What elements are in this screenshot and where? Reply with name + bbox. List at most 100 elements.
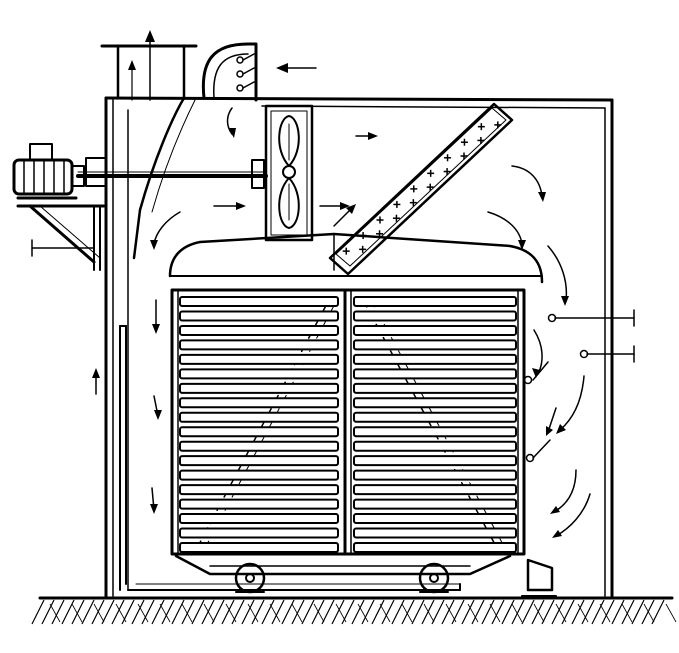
tray	[179, 339, 339, 351]
motor-bracket	[16, 204, 106, 271]
heater-plus-mark	[393, 200, 401, 208]
hatch-line	[51, 599, 65, 625]
exhaust-up-arrow-icon	[145, 30, 155, 101]
hatch-line	[335, 603, 347, 623]
hatch-line	[181, 603, 193, 623]
tray	[179, 440, 339, 452]
tray	[179, 484, 339, 496]
hatch-line	[401, 603, 413, 623]
door-stop	[521, 558, 557, 597]
hatch-line	[511, 603, 523, 623]
tray	[179, 296, 339, 307]
heater-plus-mark	[477, 136, 485, 144]
tray	[353, 440, 517, 452]
air-deflector	[132, 96, 197, 260]
tray	[179, 368, 339, 380]
heater-plus-mark	[460, 138, 468, 146]
hatch-line	[137, 603, 149, 623]
airflow-arrows	[92, 107, 591, 538]
hatch-line	[379, 603, 391, 623]
circulation-fan	[264, 104, 314, 242]
hatch-line	[31, 599, 45, 625]
tray	[179, 498, 339, 510]
hatch-line	[501, 599, 515, 625]
hatch-line	[61, 599, 75, 625]
hatch-line	[471, 599, 485, 625]
hatch-line	[81, 599, 95, 625]
hatch-line	[159, 603, 171, 623]
tray-rack	[170, 288, 526, 556]
hatch-line	[381, 599, 395, 625]
hatch-line	[313, 603, 325, 623]
flow-right-arrow-icon	[355, 132, 378, 140]
flow-right-arrow-icon	[213, 202, 246, 210]
tray	[179, 353, 339, 365]
hatch-line	[541, 599, 555, 625]
tray	[353, 324, 517, 336]
ground-hatching	[31, 599, 677, 625]
hatch-line	[281, 599, 295, 625]
tray	[179, 397, 339, 409]
heater-plus-mark	[410, 185, 418, 193]
hatch-line	[651, 599, 665, 625]
hatch-line	[225, 603, 237, 623]
hatch-line	[621, 599, 635, 625]
hatch-line	[445, 603, 457, 623]
tray	[353, 513, 517, 525]
hatch-line	[357, 603, 369, 623]
hatch-line	[489, 603, 501, 623]
hatch-line	[601, 599, 615, 625]
hatch-line	[151, 599, 165, 625]
exhaust-stack	[100, 30, 198, 101]
heater-bank	[328, 102, 514, 276]
tray	[353, 527, 517, 539]
thermometer-upper	[547, 309, 635, 327]
hatch-line	[441, 599, 455, 625]
hatch-line	[361, 599, 375, 625]
tray	[353, 498, 517, 510]
hatch-line	[467, 603, 479, 623]
heater-plus-mark	[359, 245, 367, 253]
tray	[353, 542, 517, 553]
hatch-line	[423, 603, 435, 623]
steam-pipe	[119, 325, 127, 591]
tray	[353, 310, 517, 322]
tray	[353, 411, 517, 423]
wheel-left	[234, 562, 266, 594]
tray	[179, 527, 339, 539]
tray	[353, 339, 517, 351]
electric-motor	[12, 143, 85, 200]
hatch-line	[491, 599, 505, 625]
hatch-line	[231, 599, 245, 625]
tray	[353, 353, 517, 365]
air-intake-hood	[201, 42, 317, 102]
hatch-line	[599, 603, 611, 623]
tray	[179, 542, 339, 553]
hatch-line	[577, 603, 589, 623]
trolley-base	[174, 554, 512, 594]
trays-right	[353, 296, 517, 553]
hatch-line	[391, 599, 405, 625]
tray	[179, 455, 339, 467]
tray	[179, 411, 339, 423]
tray	[353, 469, 517, 481]
hatch-line	[251, 599, 265, 625]
heater-plus-mark	[460, 152, 468, 160]
hatch-line	[161, 599, 175, 625]
hatch-line	[581, 599, 595, 625]
hatch-line	[93, 603, 105, 623]
hatch-line	[351, 599, 365, 625]
heater-plus-mark	[427, 169, 435, 177]
heater-plus-mark	[477, 123, 485, 131]
tray	[179, 513, 339, 525]
hatch-line	[555, 603, 567, 623]
hatch-line	[621, 603, 633, 623]
hatch-line	[211, 599, 225, 625]
tray	[179, 324, 339, 336]
hatch-line	[521, 599, 535, 625]
hatch-line	[321, 599, 335, 625]
hatch-line	[551, 599, 565, 625]
hatch-line	[171, 599, 185, 625]
